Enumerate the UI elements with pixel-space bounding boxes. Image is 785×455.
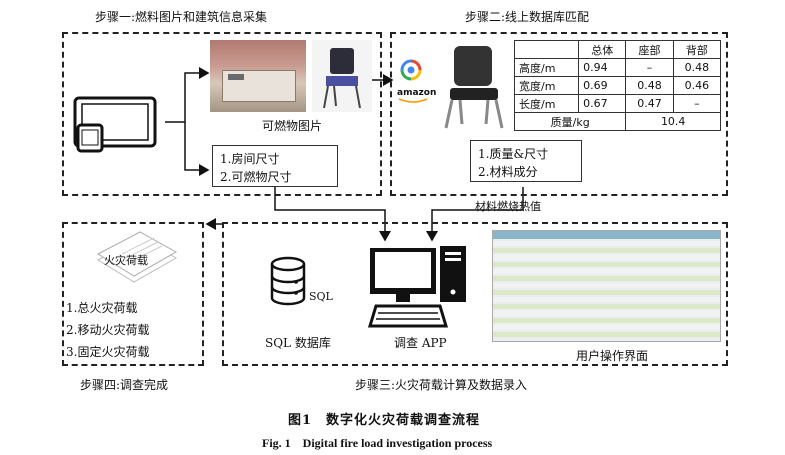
sql-icon-text: SQL bbox=[309, 290, 333, 303]
table-header-cell: 座部 bbox=[625, 40, 674, 59]
table-cell: 长度/m bbox=[513, 94, 580, 113]
amazon-logo: amazon bbox=[397, 88, 437, 98]
table-cell: 0.48 bbox=[672, 58, 722, 77]
figure-caption-en: Fig. 1 Digital fire load investigation p… bbox=[262, 436, 493, 450]
table-cell: 0.94 bbox=[578, 58, 627, 77]
step2-info-box: 1.质量&尺寸 2.材料成分 bbox=[470, 140, 582, 182]
computer-icon bbox=[367, 246, 466, 328]
material-item: 2.材料成分 bbox=[478, 165, 538, 179]
step2-box bbox=[390, 32, 728, 196]
office-furniture-photo bbox=[210, 40, 306, 112]
step3-title: 步骤三:火灾荷载计算及数据录入 bbox=[355, 378, 528, 392]
mass-size-item: 1.质量&尺寸 bbox=[478, 147, 549, 161]
step1-info-box: 1.房间尺寸 2.可燃物尺寸 bbox=[212, 145, 338, 187]
combustible-size-item: 2.可燃物尺寸 bbox=[220, 170, 292, 184]
table-cell: 高度/m bbox=[513, 58, 580, 77]
app-label: 调查 APP bbox=[394, 336, 447, 350]
total-fire-load-item: 1.总火灾荷载 bbox=[66, 301, 138, 315]
table-row: 高度/m 0.94 – 0.48 bbox=[513, 58, 722, 77]
user-interface-label: 用户操作界面 bbox=[576, 349, 649, 363]
chair-product-image bbox=[444, 46, 504, 129]
table-header-row: 总体 座部 背部 bbox=[513, 40, 722, 59]
google-lens-icon bbox=[400, 59, 422, 81]
chair-photo bbox=[312, 40, 372, 112]
mass-value-cell: 10.4 bbox=[625, 112, 721, 131]
table-header-cell: 背部 bbox=[672, 40, 722, 59]
table-cell: – bbox=[672, 94, 722, 113]
table-cell: 0.67 bbox=[578, 94, 627, 113]
user-interface-thumbnail bbox=[492, 230, 721, 342]
table-cell: – bbox=[625, 58, 674, 77]
fixed-fire-load-item: 3.固定火灾荷载 bbox=[66, 345, 150, 359]
database-icon bbox=[270, 256, 306, 306]
step1-box bbox=[62, 32, 382, 196]
table-cell: 0.48 bbox=[625, 76, 674, 95]
movable-fire-load-item: 2.移动火灾荷载 bbox=[66, 323, 150, 337]
table-header-cell: 总体 bbox=[578, 40, 627, 59]
table-cell: 0.69 bbox=[578, 76, 627, 95]
table-cell: 宽度/m bbox=[513, 76, 580, 95]
table-cell: 0.46 bbox=[672, 76, 722, 95]
step4-box bbox=[62, 222, 204, 366]
chair-dimension-table: 总体 座部 背部 高度/m 0.94 – 0.48 宽度/m 0.69 0.48… bbox=[513, 40, 722, 131]
mass-label-cell: 质量/kg bbox=[513, 112, 627, 131]
step3-box bbox=[222, 222, 728, 366]
documents-stack-icon bbox=[96, 231, 178, 283]
table-header-cell bbox=[513, 40, 580, 59]
sql-database-label: SQL 数据库 bbox=[265, 336, 331, 350]
step2-title: 步骤二:线上数据库匹配 bbox=[465, 10, 590, 24]
fire-load-doc-title: 火灾荷载 bbox=[104, 254, 148, 267]
table-row: 长度/m 0.67 0.47 – bbox=[513, 94, 722, 113]
step4-title: 步骤四:调查完成 bbox=[80, 378, 169, 392]
figure-caption-cn: 图1 数字化火灾荷载调查流程 bbox=[288, 413, 481, 428]
combustible-images-label: 可燃物图片 bbox=[262, 119, 323, 133]
step1-title: 步骤一:燃料图片和建筑信息采集 bbox=[95, 10, 268, 24]
table-cell: 0.47 bbox=[625, 94, 674, 113]
heat-value-label: 材料燃烧热值 bbox=[475, 200, 541, 213]
table-row: 宽度/m 0.69 0.48 0.46 bbox=[513, 76, 722, 95]
room-size-item: 1.房间尺寸 bbox=[220, 152, 280, 166]
tablet-phone-icon bbox=[73, 96, 157, 153]
amazon-smile-icon bbox=[398, 98, 428, 103]
table-row: 质量/kg 10.4 bbox=[513, 112, 721, 131]
